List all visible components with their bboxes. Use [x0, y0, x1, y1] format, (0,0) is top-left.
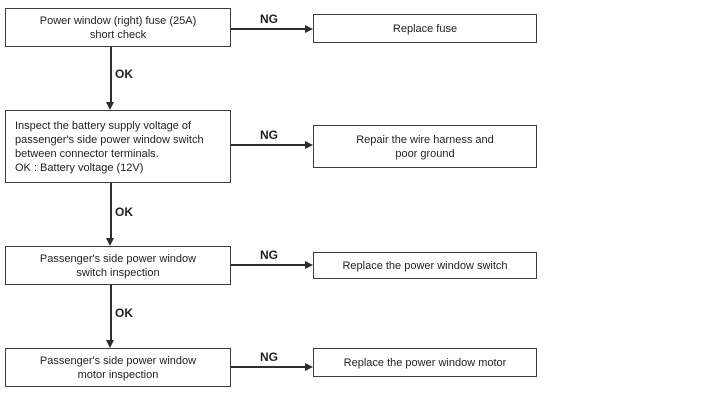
check-box-window-motor-inspection: Passenger's side power window motor insp…: [5, 348, 231, 387]
action-box-replace-window-switch: Replace the power window switch: [313, 252, 537, 279]
check-box-line: Inspect the battery supply voltage of: [15, 119, 192, 132]
connector-line-ng-3: [231, 264, 305, 266]
check-box-fuse-short-check: Power window (right) fuse (25A) short ch…: [5, 8, 231, 47]
ok-label: OK: [115, 306, 133, 320]
ng-label: NG: [260, 128, 278, 142]
connector-line-ok-2: [110, 183, 112, 239]
arrow-right-icon: [305, 25, 313, 33]
check-box-line: OK : Battery voltage (12V): [15, 161, 144, 174]
arrow-down-icon: [106, 340, 115, 348]
check-box-line: passenger's side power window switch: [15, 133, 204, 146]
action-box-line: poor ground: [395, 147, 455, 160]
arrow-down-icon: [106, 102, 115, 110]
arrow-right-icon: [305, 363, 313, 371]
check-box-line: Passenger's side power window: [39, 354, 197, 367]
action-box-line: Repair the wire harness and: [356, 133, 494, 146]
check-box-line: Passenger's side power window: [39, 252, 197, 265]
connector-line-ng-1: [231, 28, 305, 30]
action-box-replace-window-motor: Replace the power window motor: [313, 348, 537, 377]
ng-label: NG: [260, 350, 278, 364]
connector-line-ok-3: [110, 285, 112, 341]
check-box-line: switch inspection: [76, 266, 160, 279]
check-box-window-switch-inspection: Passenger's side power window switch ins…: [5, 246, 231, 285]
ok-label: OK: [115, 67, 133, 81]
connector-line-ng-2: [231, 144, 305, 146]
check-box-line: Power window (right) fuse (25A): [39, 14, 197, 27]
action-box-line: Replace the power window switch: [342, 259, 508, 272]
action-box-line: Replace fuse: [392, 22, 458, 35]
action-box-repair-wire-harness: Repair the wire harness and poor ground: [313, 125, 537, 168]
ng-label: NG: [260, 12, 278, 26]
check-box-line: motor inspection: [77, 368, 159, 381]
arrow-right-icon: [305, 261, 313, 269]
check-box-line: between connector terminals.: [15, 147, 159, 160]
check-box-line: short check: [89, 28, 147, 41]
ng-label: NG: [260, 248, 278, 262]
action-box-replace-fuse: Replace fuse: [313, 14, 537, 43]
arrow-right-icon: [305, 141, 313, 149]
check-box-battery-voltage-inspection: Inspect the battery supply voltage of pa…: [5, 110, 231, 183]
arrow-down-icon: [106, 238, 115, 246]
connector-line-ok-1: [110, 47, 112, 103]
ok-label: OK: [115, 205, 133, 219]
connector-line-ng-4: [231, 366, 305, 368]
action-box-line: Replace the power window motor: [343, 356, 507, 369]
